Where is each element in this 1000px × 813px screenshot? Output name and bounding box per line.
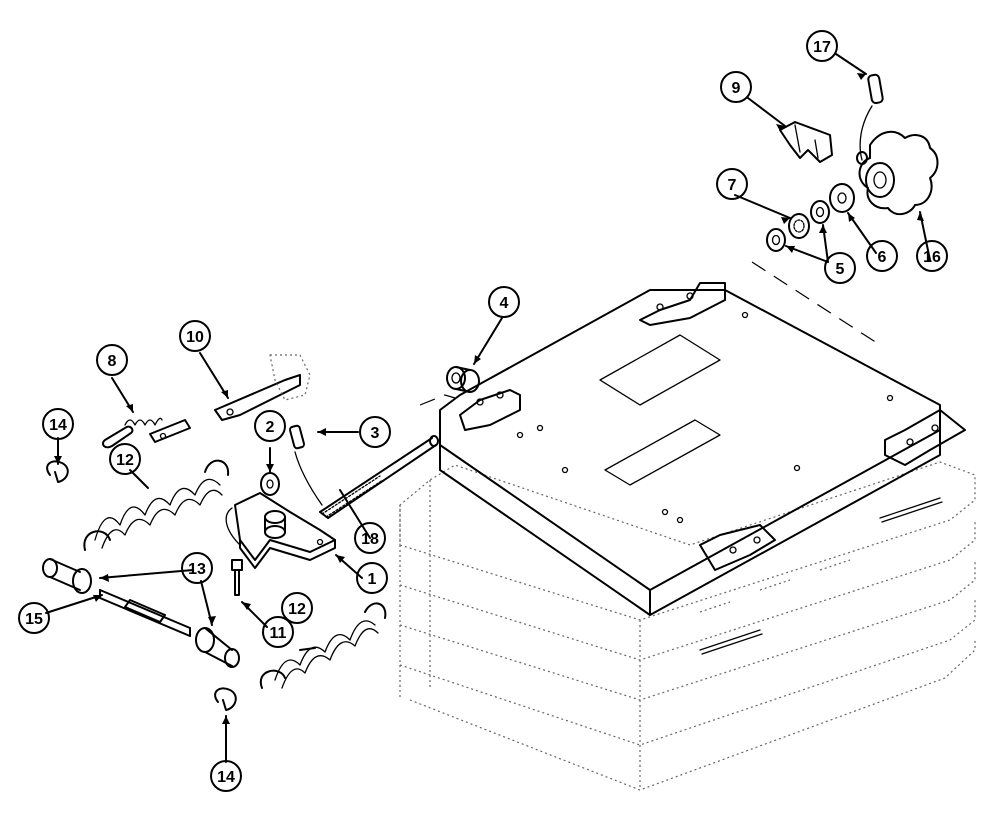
callout-9-label: 9 xyxy=(732,80,741,97)
callout-6-label: 6 xyxy=(878,249,887,266)
leader-lines xyxy=(45,53,931,763)
spring-12-lower xyxy=(259,602,387,689)
roller-13-right xyxy=(195,627,240,668)
callout-5-label: 5 xyxy=(836,261,845,278)
callout-17-label: 17 xyxy=(813,39,831,56)
callout-8-label: 8 xyxy=(108,353,117,370)
collar-2 xyxy=(260,472,280,496)
shaft-15 xyxy=(99,589,191,637)
pin-11 xyxy=(225,507,243,596)
callout-14-lower-label: 14 xyxy=(217,769,235,786)
callout-5: 5 xyxy=(824,252,856,284)
bracket-1 xyxy=(234,492,336,569)
callout-7: 7 xyxy=(716,168,748,200)
pin-17 xyxy=(859,73,884,161)
callout-15: 15 xyxy=(18,602,50,634)
assembly-line-knob xyxy=(751,261,881,346)
callout-2: 2 xyxy=(254,410,286,442)
callout-4-label: 4 xyxy=(500,295,509,312)
callout-9: 9 xyxy=(720,71,752,103)
callout-16-label: 16 xyxy=(923,249,941,266)
leader-arrowheads xyxy=(54,73,924,724)
washer-6 xyxy=(829,183,855,213)
spring-12-upper xyxy=(83,459,230,551)
washer-5-lower xyxy=(766,228,786,252)
callout-2-label: 2 xyxy=(266,419,275,436)
callout-4: 4 xyxy=(488,286,520,318)
callout-3: 3 xyxy=(359,416,391,448)
callout-8: 8 xyxy=(96,344,128,376)
lever-10 xyxy=(149,354,311,443)
callout-18-label: 18 xyxy=(361,531,379,548)
suspension-bellows xyxy=(399,461,976,791)
callout-13: 13 xyxy=(181,552,213,584)
callout-15-label: 15 xyxy=(25,611,43,628)
callout-12-lower-label: 12 xyxy=(288,601,306,618)
callout-12-upper: 12 xyxy=(109,443,141,475)
seat-top-plate xyxy=(439,282,966,616)
callout-14-upper-label: 14 xyxy=(49,417,67,434)
callout-17: 17 xyxy=(806,30,838,62)
threaded-rod xyxy=(319,435,439,519)
callout-6: 6 xyxy=(866,240,898,272)
clip-14-lower xyxy=(214,687,237,711)
callout-1-label: 1 xyxy=(368,571,377,588)
small-spring-8 xyxy=(102,417,163,449)
callout-11-label: 11 xyxy=(270,625,287,642)
callout-3-label: 3 xyxy=(371,425,380,442)
callout-13-label: 13 xyxy=(188,561,206,578)
clip-9 xyxy=(779,121,833,163)
callout-18: 18 xyxy=(354,522,386,554)
callout-10-label: 10 xyxy=(186,329,204,346)
knob-16 xyxy=(856,130,939,216)
callout-16: 16 xyxy=(916,240,948,272)
lock-washer-7 xyxy=(788,213,810,239)
callout-14-lower: 14 xyxy=(210,760,242,792)
bushing-4 xyxy=(446,366,480,393)
callout-labels: 1 2 3 4 5 6 7 8 9 10 11 12 12 13 14 14 1… xyxy=(18,30,948,792)
callout-11: 11 xyxy=(262,616,294,648)
assembly-line-bushing xyxy=(419,394,456,406)
clip-14-upper xyxy=(46,460,69,483)
washer-5-upper xyxy=(810,200,830,224)
roller-13-left xyxy=(42,558,92,594)
callout-10: 10 xyxy=(179,320,211,352)
callout-12-lower: 12 xyxy=(281,592,313,624)
callout-1: 1 xyxy=(356,562,388,594)
callout-14-upper: 14 xyxy=(42,408,74,440)
roll-pin-3 xyxy=(288,424,323,506)
callout-12-upper-label: 12 xyxy=(116,452,134,469)
callout-7-label: 7 xyxy=(728,177,737,194)
